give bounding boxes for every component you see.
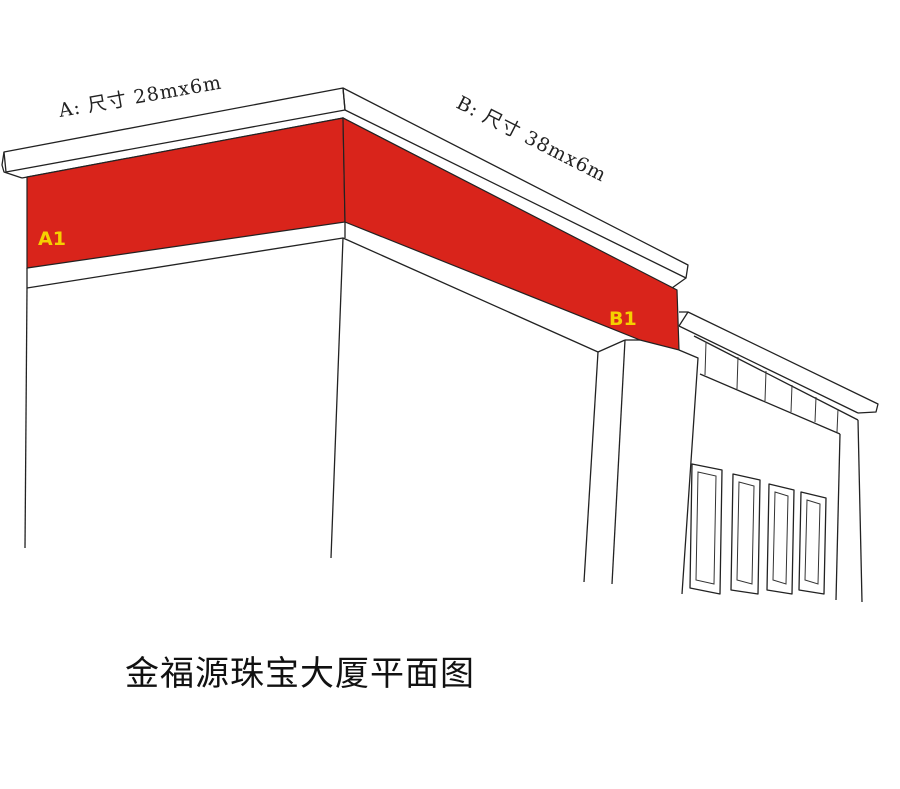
window-1 — [689, 463, 723, 595]
sign-a-dimension-label: A: 尺寸 28mx6m — [56, 72, 224, 123]
signage-band — [26, 117, 680, 351]
window-3 — [766, 483, 795, 595]
sign-b-panel-label: B1 — [609, 308, 637, 330]
sign-a-panel-label: A1 — [38, 228, 66, 250]
sign-panel-b — [342, 117, 680, 351]
building-walls — [24, 222, 699, 595]
drawing-caption: 金福源珠宝大厦平面图 — [125, 654, 475, 694]
window-4 — [798, 491, 827, 595]
adjacent-building — [678, 311, 879, 603]
window-2 — [730, 473, 761, 595]
sign-b-dimension-label: B: 尺寸 38mx6m — [453, 92, 610, 187]
